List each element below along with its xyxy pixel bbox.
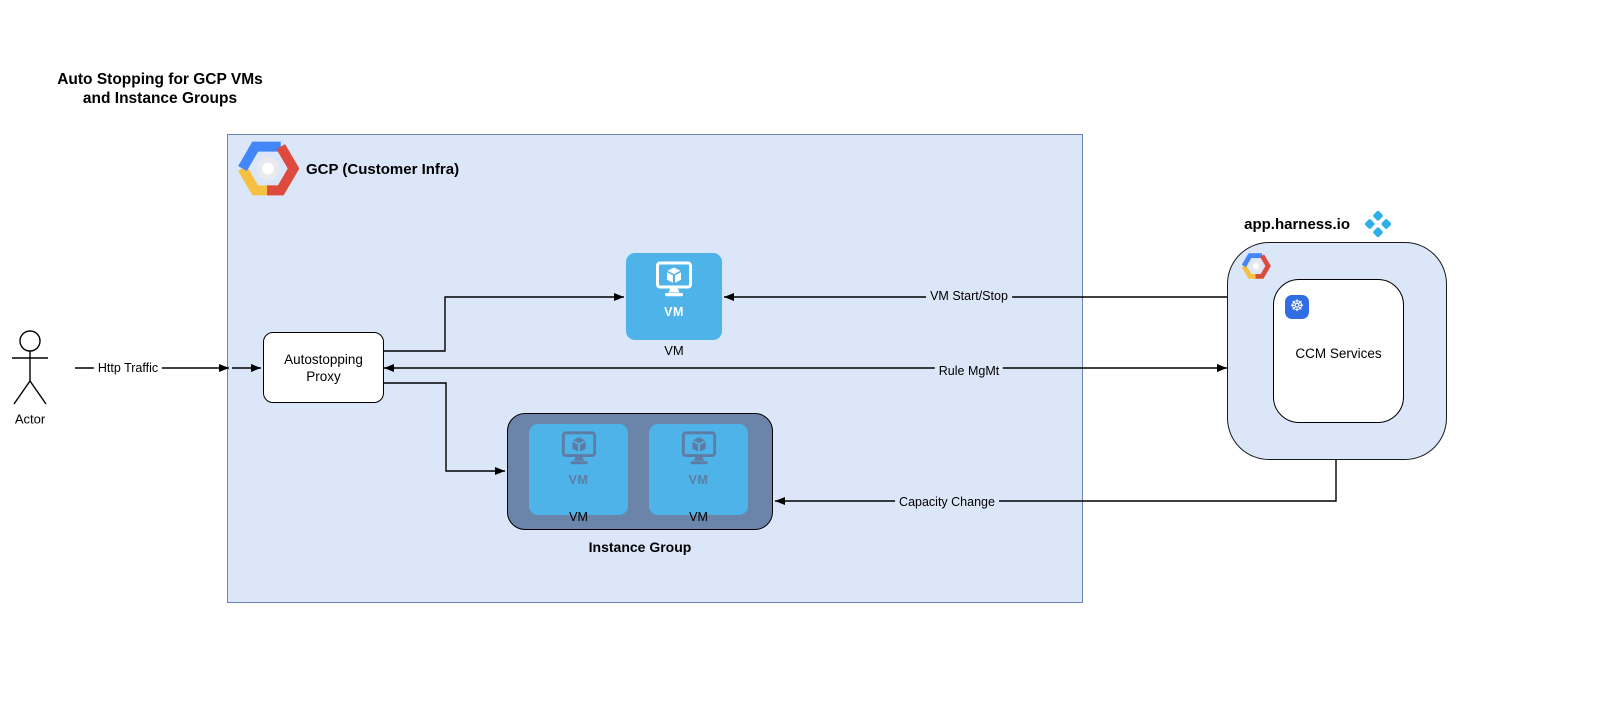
edge-label-vm-start-stop: VM Start/Stop: [926, 289, 1012, 303]
gcp-logo-icon: [237, 141, 300, 201]
ccm-services-label: CCM Services: [1295, 346, 1382, 361]
vm-icon-label: VM: [688, 473, 709, 487]
harness-box: ☸ CCM Services: [1227, 242, 1447, 460]
instance-group-vm-caption: VM: [689, 510, 708, 524]
edge-label-rule-mgmt: Rule MgMt: [934, 364, 1004, 378]
edge-label-capacity-change: Capacity Change: [895, 495, 999, 509]
vm-icon-label: VM: [568, 473, 589, 487]
vm-monitor-icon: [649, 260, 699, 303]
harness-label: app.harness.io: [1244, 216, 1350, 233]
vm-node: VM: [626, 253, 722, 340]
diagram-title: Auto Stopping for GCP VMs and Instance G…: [57, 71, 263, 107]
vm-icon-label: VM: [664, 305, 684, 319]
autostopping-proxy-node: Autostopping Proxy: [263, 332, 384, 403]
vm-caption: VM: [664, 343, 684, 358]
instance-group-label: Instance Group: [588, 539, 692, 555]
instance-group-node: VM VM VM VM: [507, 413, 773, 530]
instance-group-vm-node: VM: [529, 424, 628, 515]
vm-monitor-icon: [676, 430, 722, 471]
actor-label: Actor: [14, 411, 46, 427]
autostopping-proxy-label: Autostopping Proxy: [284, 351, 363, 384]
ccm-services-node: ☸ CCM Services: [1273, 279, 1404, 423]
harness-logo-icon: [1362, 209, 1394, 244]
gcp-box-label: GCP (Customer Infra): [306, 161, 460, 178]
edge-label-http-traffic: Http Traffic: [93, 361, 163, 375]
vm-monitor-icon: [556, 430, 602, 471]
gcp-logo-icon: [1241, 253, 1271, 284]
actor-icon: [12, 330, 48, 405]
instance-group-vm-node: VM: [649, 424, 748, 515]
instance-group-vm-caption: VM: [569, 510, 588, 524]
kubernetes-icon: ☸: [1285, 295, 1309, 319]
